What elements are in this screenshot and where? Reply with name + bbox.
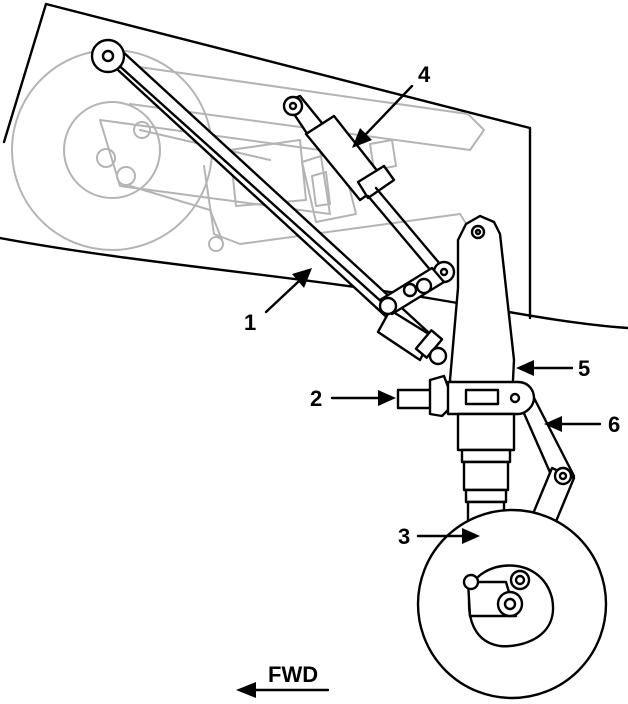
leader-arrow-5 (516, 360, 574, 376)
callout-3: 3 (398, 524, 410, 549)
fwd-label: FWD (268, 662, 318, 687)
leader-arrow-4 (352, 84, 414, 148)
leader-arrow-6 (544, 416, 602, 432)
leader-arrow-1 (264, 268, 312, 314)
retracted-gear-ghost (11, 49, 485, 252)
callout-5: 5 (578, 356, 590, 381)
forward-direction-indicator: FWD (236, 662, 330, 698)
callout-6: 6 (608, 412, 620, 437)
upper-strut (448, 214, 516, 402)
leader-arrow-3 (416, 528, 480, 544)
actuator (282, 94, 456, 284)
callout-2: 2 (310, 386, 322, 411)
downlock-link (378, 266, 446, 316)
callout-4: 4 (418, 62, 431, 87)
callout-1: 1 (244, 310, 256, 335)
leader-arrow-2 (330, 390, 396, 406)
drag-brace (90, 38, 448, 366)
steering-collar (396, 374, 536, 418)
nose-wheel (416, 508, 608, 700)
